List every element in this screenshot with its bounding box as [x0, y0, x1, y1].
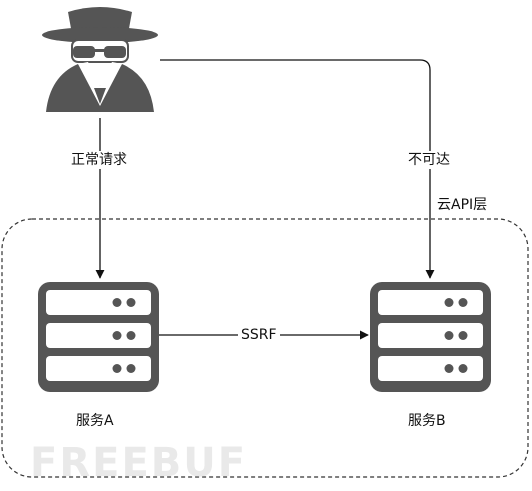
server-icon: [370, 282, 491, 392]
normal-request-label: 正常请求: [68, 151, 130, 169]
hacker-spy-icon: [42, 7, 158, 112]
unreachable-label: 不可达: [405, 151, 453, 169]
service-b-label: 服务B: [408, 413, 446, 429]
unreachable-edge: [160, 59, 435, 279]
service-a-label: 服务A: [76, 413, 114, 429]
cloud-api-layer-label: 云API层: [437, 197, 488, 213]
server-icon: [38, 282, 159, 392]
ssrf-label: SSRF: [238, 326, 280, 344]
cloud-api-layer-region: [1, 218, 529, 478]
freebuf-watermark: FREEBUF: [30, 440, 248, 486]
